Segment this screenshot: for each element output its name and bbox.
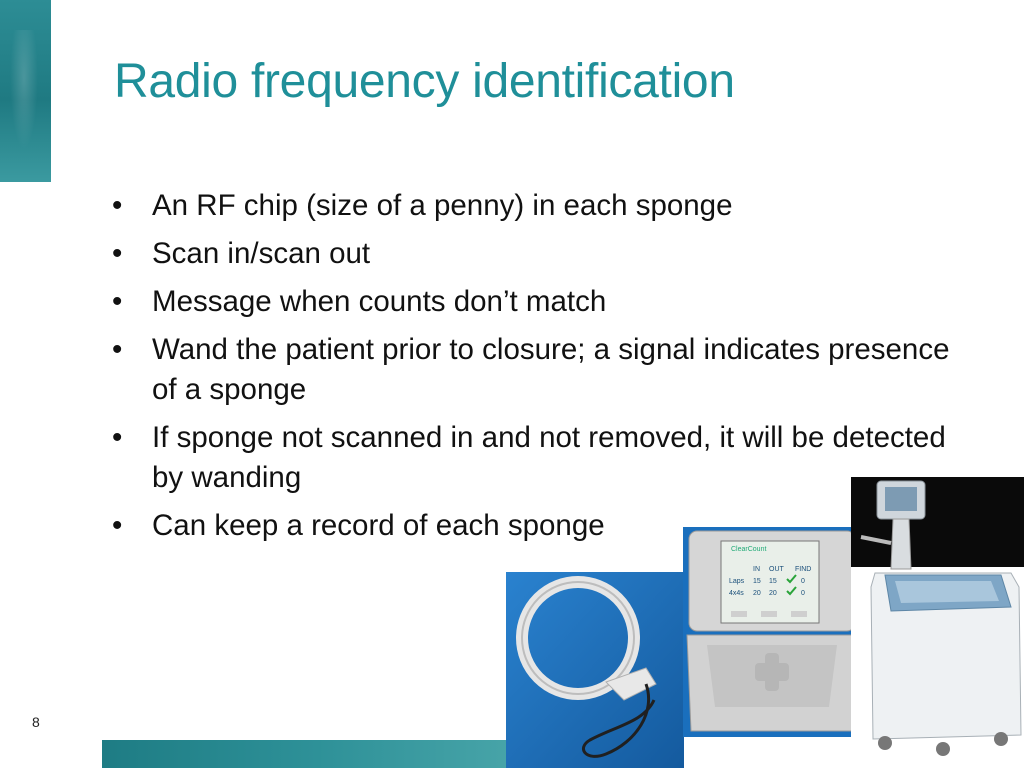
list-item: • An RF chip (size of a penny) in each sp… xyxy=(112,186,952,226)
console-cart-icon xyxy=(860,480,1022,756)
list-item: • Scan in/scan out xyxy=(112,234,952,274)
bullet-dot: • xyxy=(112,421,123,454)
console-cart-photo xyxy=(851,477,1024,768)
device-brand: ClearCount xyxy=(731,546,766,553)
decorative-corner-band xyxy=(0,0,51,182)
bullet-list: • An RF chip (size of a penny) in each sp… xyxy=(112,186,952,554)
check-icon xyxy=(786,586,797,596)
device-row-out: 15 xyxy=(769,578,777,585)
scanner-device-photo: ClearCount IN OUT FIND Laps 15 15 0 4x4s… xyxy=(683,527,861,737)
device-row-label: Laps xyxy=(729,578,745,585)
device-row-find: 0 xyxy=(801,578,805,585)
check-icon xyxy=(786,574,797,584)
device-row-out: 20 xyxy=(769,590,777,597)
device-row-find: 0 xyxy=(801,590,805,597)
wand-icon xyxy=(516,576,657,758)
scanner-device-icon: ClearCount IN OUT FIND Laps 15 15 0 4x4s… xyxy=(686,530,858,732)
slide-title: Radio frequency identification xyxy=(114,55,735,108)
list-item: • If sponge not scanned in and not remove… xyxy=(112,418,952,498)
device-row-in: 20 xyxy=(753,590,761,597)
bullet-dot: • xyxy=(112,237,123,270)
device-row-label: 4x4s xyxy=(729,590,744,597)
wand-photo xyxy=(506,572,684,768)
bullet-dot: • xyxy=(112,285,123,318)
bullet-text: Wand the patient prior to closure; a sig… xyxy=(152,333,950,406)
decorative-bottom-band xyxy=(102,740,532,768)
bullet-dot: • xyxy=(112,509,123,542)
list-item: • Wand the patient prior to closure; a si… xyxy=(112,330,952,410)
device-header-in: IN xyxy=(753,566,760,573)
bullet-text: Scan in/scan out xyxy=(152,237,371,270)
bullet-text: If sponge not scanned in and not removed… xyxy=(152,421,946,494)
bullet-dot: • xyxy=(112,333,123,366)
list-item: • Can keep a record of each sponge xyxy=(112,506,952,546)
device-row-in: 15 xyxy=(753,578,761,585)
list-item: • Message when counts don’t match xyxy=(112,282,952,322)
bullet-text: Message when counts don’t match xyxy=(152,285,607,318)
bullet-text: Can keep a record of each sponge xyxy=(152,509,605,542)
device-header-find: FIND xyxy=(795,566,811,573)
bullet-dot: • xyxy=(112,189,123,222)
bullet-text: An RF chip (size of a penny) in each spo… xyxy=(152,189,733,222)
device-header-out: OUT xyxy=(769,566,785,573)
page-number: 8 xyxy=(32,714,40,730)
